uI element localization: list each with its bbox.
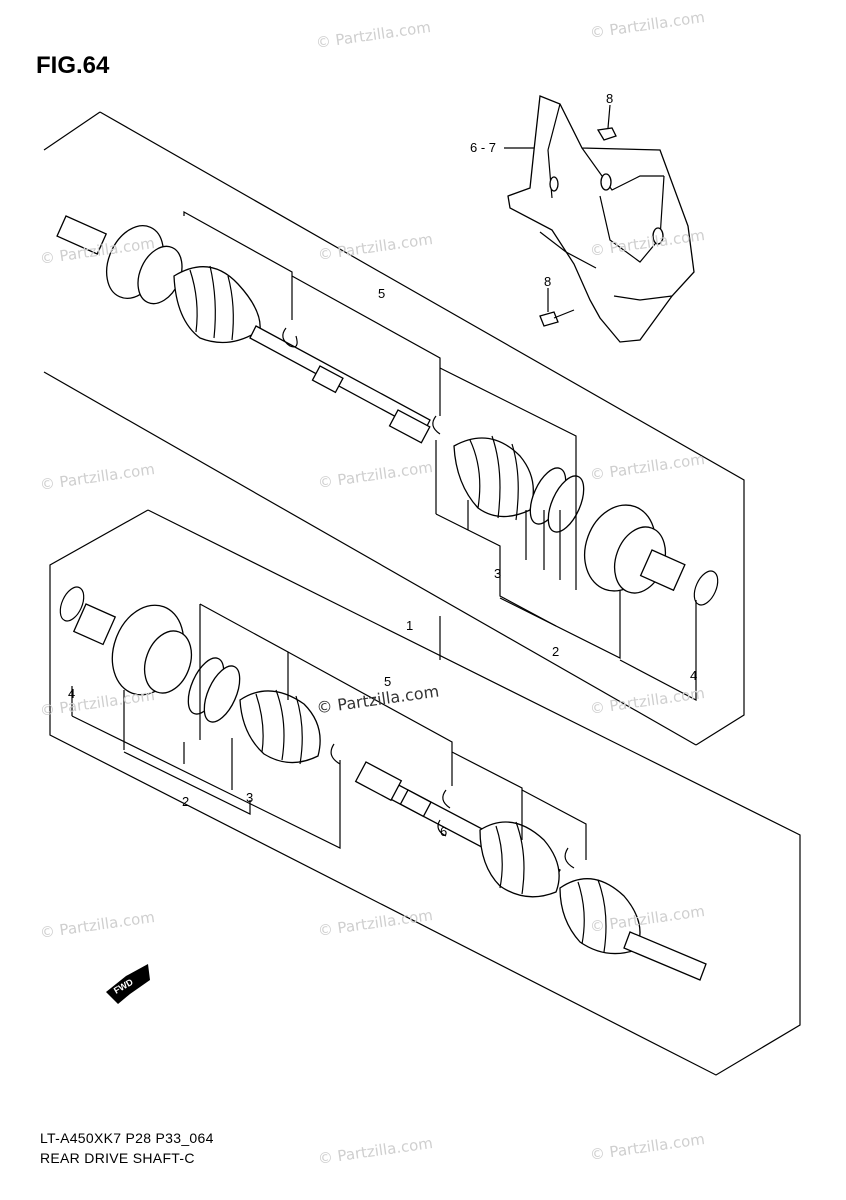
callout-6-lower: 6 (440, 824, 447, 839)
callout-8-top: 8 (606, 91, 613, 106)
callout-2-lower: 2 (182, 794, 189, 809)
callout-1: 1 (406, 618, 413, 633)
callout-6-7: 6 - 7 (470, 140, 496, 155)
callout-3-lower: 3 (246, 790, 253, 805)
bolt-bottom (539, 288, 575, 327)
upper-assembly-outline (43, 111, 101, 151)
lower-assembly-outline (49, 509, 801, 1076)
callout-4-lower: 4 (68, 686, 75, 701)
callout-8-bottom: 8 (544, 274, 551, 289)
figure-title: FIG.64 (36, 52, 110, 79)
bracket-guard (507, 95, 695, 343)
figure-code: LT-A450XK7 P28 P33_064 (40, 1130, 214, 1146)
callout-3-upper: 3 (494, 566, 501, 581)
figure-name: REAR DRIVE SHAFT-C (40, 1150, 195, 1166)
callout-5-lower: 5 (384, 674, 391, 689)
lower-callout-lines (71, 603, 587, 860)
upper-drive-shaft (56, 215, 719, 606)
upper-assembly-outline-top (99, 111, 745, 746)
callout-5-upper: 5 (378, 286, 385, 301)
lower-drive-shaft (59, 586, 707, 981)
callout-4-upper: 4 (690, 668, 697, 683)
callout-2-upper: 2 (552, 644, 559, 659)
upper-assembly-outline-left (43, 371, 697, 746)
bolt-top (596, 104, 617, 141)
upper-callout-lines (183, 210, 697, 701)
fwd-arrow-icon: FWD (106, 964, 150, 1004)
